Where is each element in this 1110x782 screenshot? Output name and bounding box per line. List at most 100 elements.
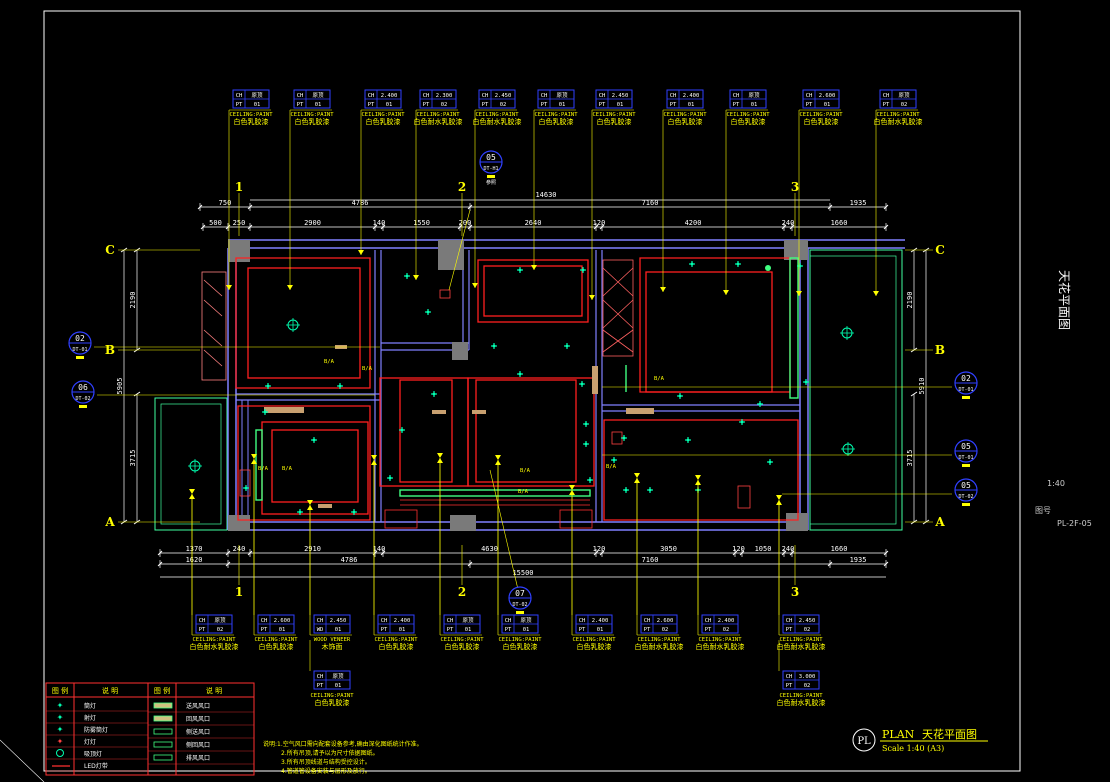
svg-text:01: 01 (335, 683, 342, 689)
room-note: B/A (520, 468, 531, 474)
svg-text:CH: CH (644, 618, 651, 624)
svg-text:参照: 参照 (486, 179, 496, 186)
downlight (262, 409, 268, 415)
dimension-value: 120 (593, 545, 606, 553)
svg-text:2.600: 2.600 (657, 618, 674, 624)
svg-text:CH: CH (368, 93, 375, 99)
svg-text:原顶: 原顶 (520, 617, 532, 624)
downlight (803, 379, 809, 385)
svg-text:CH: CH (786, 618, 793, 624)
svg-text:CH: CH (297, 93, 304, 99)
svg-text:2.400: 2.400 (592, 618, 609, 624)
grid-row-label: C (105, 243, 115, 257)
svg-text:02: 02 (804, 683, 811, 689)
dimension-value: 1935 (850, 199, 867, 207)
dimension-value: 1620 (186, 556, 203, 564)
svg-text:CEILING:PAINT: CEILING:PAINT (663, 112, 707, 118)
svg-text:白色乳胶漆: 白色乳胶漆 (295, 117, 330, 126)
downlight (311, 437, 317, 443)
note-line: 说明:1.空气风口需向配套设备参考,确由深化图纸统计作准。 (263, 740, 423, 748)
svg-text:白色乳胶漆: 白色乳胶漆 (804, 117, 839, 126)
dimension-value: 1370 (186, 545, 203, 553)
dimension-value: 2910 (304, 545, 321, 553)
light-icon: ✦ (57, 725, 64, 734)
svg-text:原顶: 原顶 (214, 617, 226, 624)
svg-text:PT: PT (381, 627, 388, 633)
svg-text:CH: CH (786, 674, 793, 680)
downlight (297, 509, 303, 515)
svg-text:CEILING:PAINT: CEILING:PAINT (374, 637, 418, 643)
downlight (491, 343, 497, 349)
svg-text:01: 01 (824, 102, 831, 108)
svg-text:CEILING:PAINT: CEILING:PAINT (592, 112, 636, 118)
svg-text:PT: PT (579, 627, 586, 633)
svg-text:CEILING:PAINT: CEILING:PAINT (534, 112, 578, 118)
downlight (517, 371, 523, 377)
downlight (425, 309, 431, 315)
dimension-value: 1550 (413, 219, 430, 227)
window-left (201, 271, 227, 381)
svg-text:CEILING:PAINT: CEILING:PAINT (361, 112, 405, 118)
downlight (735, 261, 741, 267)
balcony-left (154, 397, 228, 531)
svg-text:PT: PT (236, 102, 243, 108)
wall-bottom (228, 521, 808, 531)
svg-text:PT: PT (368, 102, 375, 108)
svg-text:白色乳胶漆: 白色乳胶漆 (366, 117, 401, 126)
dim-right-2: 5910 (918, 247, 930, 525)
downlight (757, 401, 763, 407)
downlight (404, 273, 410, 279)
dimension-value: 1660 (831, 219, 848, 227)
dimension-value: 2900 (304, 219, 321, 227)
svg-text:01: 01 (597, 627, 604, 633)
svg-text:02: 02 (75, 334, 85, 343)
svg-text:原顶: 原顶 (251, 92, 263, 99)
svg-text:CEILING:PAINT: CEILING:PAINT (498, 637, 542, 643)
downlight (583, 421, 589, 427)
svg-text:01: 01 (335, 627, 342, 633)
room-note: B/A (324, 359, 335, 365)
svg-text:白色乳胶漆: 白色乳胶漆 (315, 698, 350, 707)
downlight (265, 383, 271, 389)
svg-text:DT-01: DT-01 (958, 455, 973, 461)
svg-text:WOOD VENEER: WOOD VENEER (314, 637, 351, 643)
downlight (243, 485, 249, 491)
dimension-value: 120 (732, 545, 745, 553)
svg-text:2.600: 2.600 (819, 93, 836, 99)
svg-text:DT-01: DT-01 (72, 347, 87, 353)
svg-text:CEILING:PAINT: CEILING:PAINT (779, 637, 823, 643)
svg-text:原顶: 原顶 (312, 92, 324, 99)
svg-text:白色乳胶漆: 白色乳胶漆 (259, 642, 294, 651)
svg-text:白色乳胶漆: 白色乳胶漆 (668, 117, 703, 126)
svg-text:CH: CH (806, 93, 813, 99)
downlight (579, 381, 585, 387)
downlight (564, 343, 570, 349)
svg-text:01: 01 (399, 627, 406, 633)
svg-text:白色耐水乳胶漆: 白色耐水乳胶漆 (874, 117, 923, 126)
note-line: 2.所有吊顶,请予以为尺寸依据图纸。 (281, 749, 379, 757)
grid-column-label: 3 (791, 180, 799, 194)
svg-text:05: 05 (961, 481, 971, 490)
svg-text:CEILING:PAINT: CEILING:PAINT (637, 637, 681, 643)
svg-text:01: 01 (688, 102, 695, 108)
grid-column-label: 1 (235, 180, 243, 194)
downlight (611, 457, 617, 463)
dimension-value: 4786 (352, 199, 369, 207)
svg-text:白色耐水乳胶漆: 白色耐水乳胶漆 (777, 642, 826, 651)
dimension-total: 15500 (512, 569, 533, 577)
svg-text:02: 02 (500, 102, 507, 108)
downlight (583, 441, 589, 447)
svg-text:CEILING:PAINT: CEILING:PAINT (799, 112, 843, 118)
dim-left-3: 3715 (129, 391, 141, 525)
wall-left (227, 248, 237, 530)
